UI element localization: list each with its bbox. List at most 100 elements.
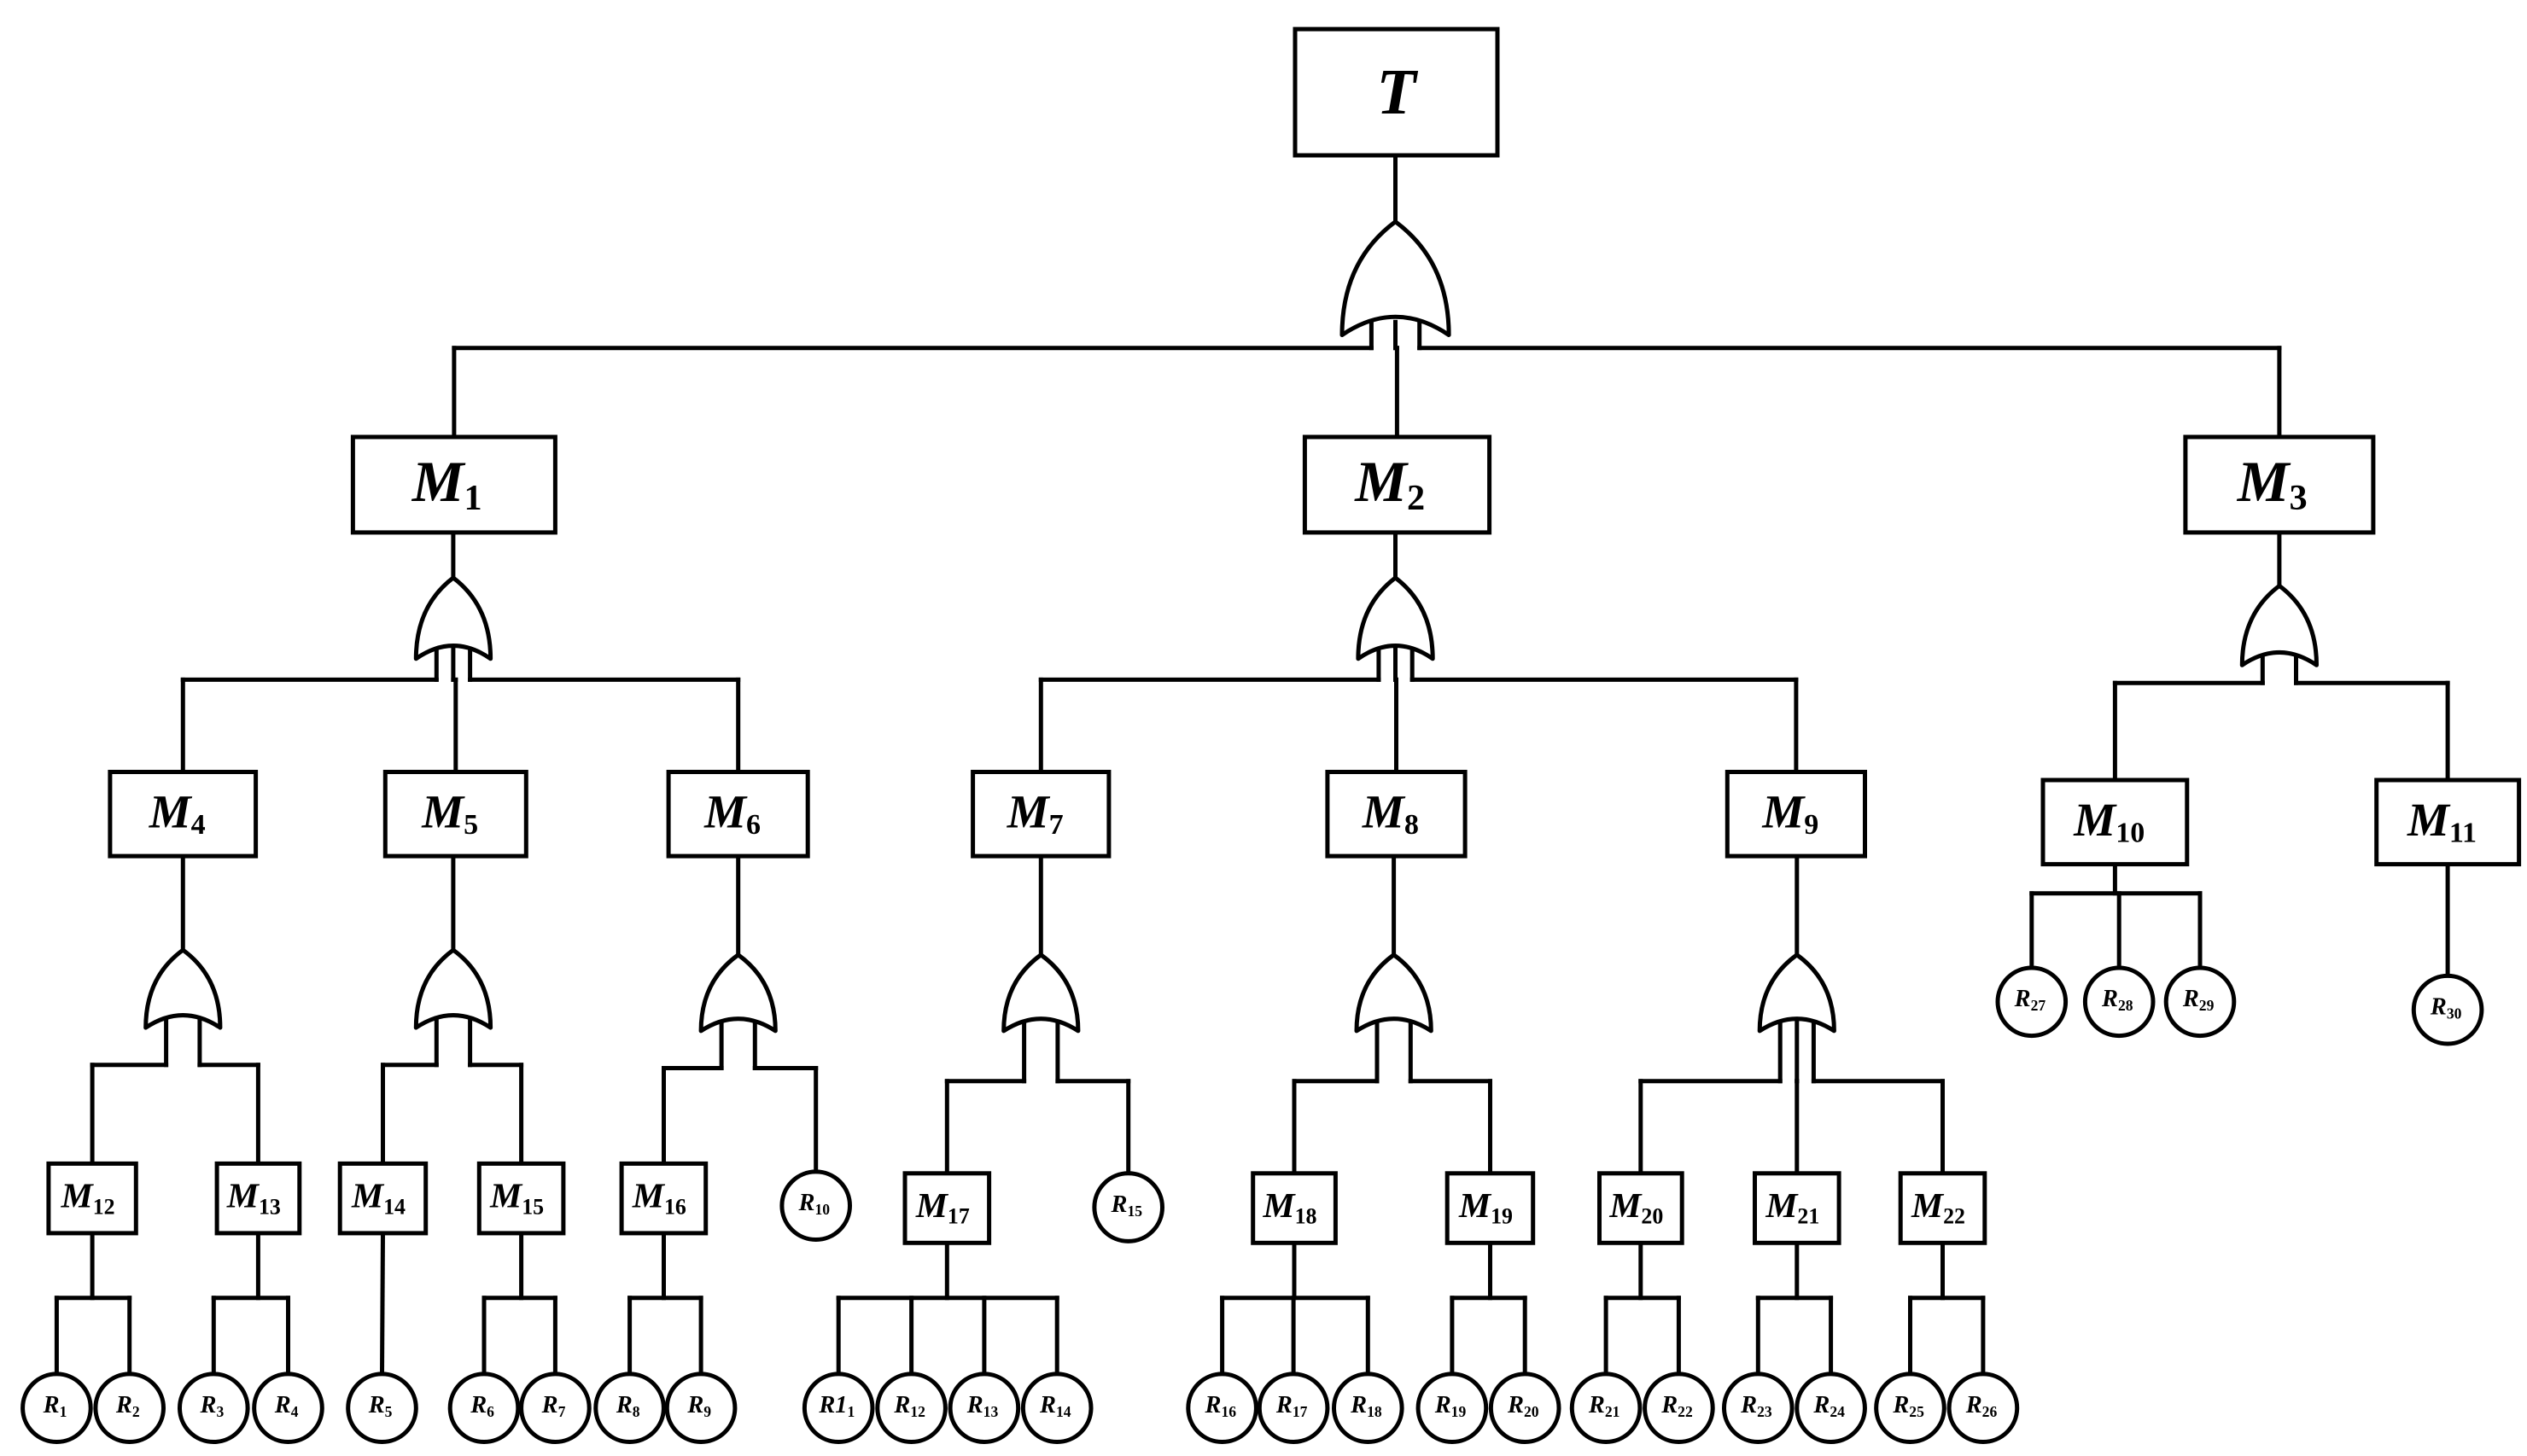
basic-event-r22: [1643, 1372, 1715, 1444]
event-box-m22: [1898, 1171, 1987, 1245]
basic-event-label-r22: R22: [1660, 1391, 1693, 1420]
basic-event-label-r18: R18: [1350, 1391, 1382, 1420]
connector-lines: [54, 153, 2450, 1377]
event-box-m21: [1753, 1171, 1841, 1245]
basic-event-r20: [1488, 1372, 1561, 1444]
basic-event-label-r26: R26: [1965, 1391, 1998, 1420]
event-box-m18: [1251, 1171, 1338, 1245]
basic-event-r13: [948, 1372, 1021, 1444]
basic-event-r10: [779, 1169, 853, 1242]
basic-event-r11: [802, 1372, 875, 1444]
basic-event-r26: [1946, 1372, 2020, 1444]
basic-event-label-r7: R7: [541, 1391, 566, 1420]
event-box-m11: [2374, 778, 2522, 867]
basic-event-label-r23: R23: [1740, 1391, 1772, 1420]
basic-event-label-r29: R29: [2182, 986, 2215, 1015]
event-label-m17: M17: [915, 1186, 970, 1228]
basic-event-r3: [178, 1372, 250, 1444]
basic-event-label-r21: R21: [1588, 1391, 1620, 1420]
basic-event-label-r14: R14: [1039, 1391, 1071, 1420]
basic-event-label-r19: R19: [1434, 1391, 1467, 1420]
or-gate: [1757, 952, 1836, 1034]
event-label-m8: M8: [1362, 785, 1419, 840]
basic-event-label-r5: R5: [368, 1391, 393, 1420]
top-event-box: [1293, 26, 1500, 158]
event-label-m5: M5: [421, 785, 478, 840]
or-gate: [143, 947, 223, 1030]
event-label-m21: M21: [1765, 1186, 1819, 1228]
basic-event-label-r13: R13: [966, 1391, 999, 1420]
basic-event-label-r8: R8: [616, 1391, 640, 1420]
event-box-m14: [337, 1161, 429, 1236]
basic-event-r27: [1995, 965, 2069, 1039]
or-gate: [413, 575, 493, 661]
event-box-m16: [619, 1161, 709, 1236]
basic-event-r29: [2163, 965, 2237, 1039]
event-label-m15: M15: [489, 1177, 544, 1219]
basic-event-r9: [664, 1372, 738, 1444]
basic-event-label-r1: R1: [43, 1391, 67, 1420]
basic-event-r25: [1874, 1372, 1946, 1444]
basic-event-r5: [346, 1372, 418, 1444]
basic-event-r24: [1795, 1372, 1867, 1444]
event-box-m4: [108, 770, 259, 859]
event-label-m18: M18: [1263, 1186, 1317, 1228]
basic-event-label-r15: R15: [1111, 1191, 1143, 1220]
event-box-m9: [1725, 770, 1868, 859]
event-box-m12: [46, 1161, 138, 1236]
event-box-m17: [902, 1171, 992, 1245]
event-label-m9: M9: [1761, 785, 1818, 840]
event-label-m7: M7: [1007, 785, 1064, 840]
event-label-m12: M12: [61, 1177, 115, 1219]
top-event-label: T: [1376, 56, 1418, 128]
or-gate: [1339, 219, 1451, 337]
basic-event-label-r3: R3: [200, 1391, 225, 1420]
basic-event-label-r24: R24: [1812, 1391, 1845, 1420]
basic-event-r4: [252, 1372, 324, 1444]
event-label-m3: M3: [2237, 449, 2308, 518]
event-box-m3: [2183, 434, 2376, 535]
basic-event-r6: [447, 1372, 521, 1444]
basic-event-r30: [2411, 973, 2484, 1046]
basic-event-label-r27: R27: [2014, 986, 2046, 1015]
basic-event-r16: [1186, 1372, 1258, 1444]
or-gate: [2239, 583, 2319, 667]
event-label-m2: M2: [1354, 449, 1425, 518]
event-box-m13: [214, 1161, 302, 1236]
basic-event-label-r4: R4: [274, 1391, 299, 1420]
event-box-m2: [1302, 434, 1492, 535]
basic-event-label-r11: R11: [818, 1391, 855, 1420]
or-gate: [1356, 575, 1435, 661]
basic-event-r17: [1257, 1372, 1330, 1444]
or-gate: [1001, 952, 1081, 1034]
basic-event-r15: [1092, 1171, 1164, 1243]
event-label-m11: M11: [2407, 794, 2477, 848]
basic-event-r14: [1020, 1372, 1094, 1444]
event-box-m7: [971, 770, 1112, 859]
basic-event-label-r16: R16: [1205, 1391, 1237, 1420]
event-label-m4: M4: [149, 785, 206, 840]
event-label-m13: M13: [226, 1177, 281, 1219]
basic-event-r23: [1722, 1372, 1795, 1444]
basic-event-r18: [1332, 1372, 1404, 1444]
event-label-m14: M14: [351, 1177, 406, 1219]
basic-event-r1: [20, 1372, 93, 1444]
event-box-m19: [1444, 1171, 1536, 1245]
or-gate: [413, 947, 493, 1030]
event-box-m8: [1325, 770, 1468, 859]
event-box-m20: [1597, 1171, 1684, 1245]
basic-event-label-r20: R20: [1507, 1391, 1539, 1420]
basic-event-label-r30: R30: [2430, 993, 2462, 1022]
event-label-m10: M10: [2073, 794, 2145, 848]
event-label-m20: M20: [1608, 1186, 1663, 1228]
basic-event-r2: [93, 1372, 166, 1444]
basic-event-label-r28: R28: [2101, 986, 2133, 1015]
event-box-m6: [666, 770, 810, 859]
event-box-m1: [350, 434, 557, 535]
basic-event-r28: [2082, 965, 2156, 1039]
event-box-m15: [476, 1161, 566, 1236]
basic-event-r7: [519, 1372, 592, 1444]
or-gate: [1354, 952, 1433, 1034]
